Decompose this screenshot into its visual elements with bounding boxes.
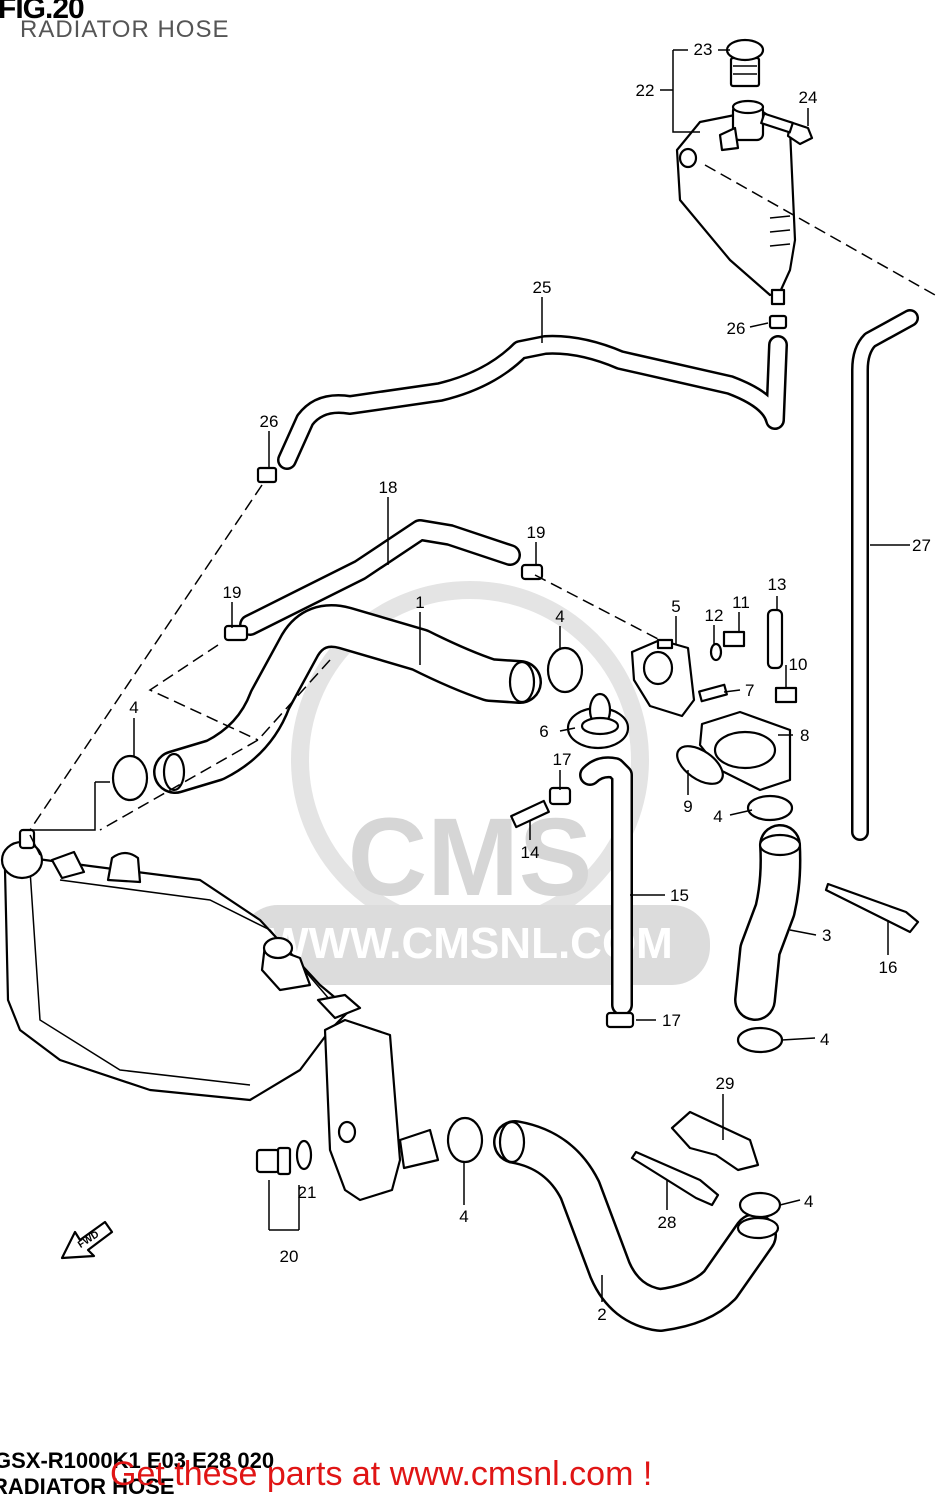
callout-20: 20 (280, 1247, 299, 1266)
cta-link[interactable]: Get these parts at www.cmsnl.com ! (110, 1455, 653, 1493)
callout-4-hose3-bottom: 4 (820, 1030, 829, 1049)
callout-4-left: 4 (129, 698, 138, 717)
thermostat-cover (630, 638, 696, 718)
leader-lines (29, 49, 910, 1302)
hose-25-overflow (277, 334, 788, 470)
hose-15 (579, 756, 633, 1016)
cable-tie-16 (824, 882, 920, 934)
hose-1-upper (153, 604, 542, 794)
callouts: 23 22 24 25 26 26 18 19 27 13 19 11 1 5 … (129, 40, 931, 1324)
callout-18: 18 (379, 478, 398, 497)
callout-5: 5 (671, 597, 680, 616)
drawing-code: GSX-R1000K1 E03 E28 020 (0, 1448, 275, 1473)
bolts-small (698, 630, 798, 704)
figure-title: FIG.20 (0, 0, 85, 25)
hose-27-breather (851, 309, 919, 841)
thermostat (566, 692, 630, 750)
callout-13: 13 (768, 575, 787, 594)
clamp-17-bottom (605, 1011, 635, 1029)
callout-16: 16 (879, 958, 898, 977)
callout-27: 27 (912, 536, 931, 555)
cable-tie-28 (630, 1150, 720, 1207)
reservoir-tank (675, 99, 797, 306)
callout-26-top: 26 (727, 319, 746, 338)
callout-4-thermo: 4 (555, 607, 564, 626)
drawing-name: RADIATOR HOSE (0, 1474, 175, 1499)
callout-14: 14 (521, 843, 540, 862)
bolt-24 (760, 112, 814, 146)
radiator (0, 828, 440, 1202)
bracket-29 (670, 1110, 760, 1172)
union-14 (510, 799, 550, 829)
callout-19-right: 19 (527, 523, 546, 542)
bracket-13 (766, 608, 784, 670)
callout-15: 15 (670, 886, 689, 905)
temperature-sensor (255, 1139, 313, 1176)
callout-29: 29 (716, 1074, 735, 1093)
callout-17-bottom: 17 (662, 1011, 681, 1030)
callout-28: 28 (658, 1213, 677, 1232)
callout-11: 11 (732, 593, 750, 612)
callout-19-left: 19 (223, 583, 242, 602)
callout-8: 8 (800, 726, 809, 745)
callout-22: 22 (636, 81, 655, 100)
clamp-26-left (256, 466, 278, 484)
o-ring (676, 745, 724, 785)
clamp-26-top (768, 314, 788, 330)
hose-2-lower (493, 1120, 780, 1332)
callout-21: 21 (298, 1183, 317, 1202)
callout-10: 10 (789, 655, 808, 674)
fwd-arrow-icon: FWD (60, 1220, 114, 1260)
callout-6: 6 (539, 722, 548, 741)
hose-3-lower (734, 824, 802, 1021)
watermark: CMS WWW.CMSNL.COM (240, 581, 710, 985)
callout-9: 9 (683, 797, 692, 816)
watermark-brand: CMS (348, 796, 592, 919)
watermark-url: WWW.CMSNL.COM (267, 919, 673, 968)
callout-3: 3 (822, 926, 831, 945)
callout-24: 24 (799, 88, 818, 107)
figure-subtitle: RADIATOR HOSE (20, 16, 230, 43)
callout-25: 25 (533, 278, 552, 297)
callout-2: 2 (597, 1305, 606, 1324)
callout-26-left: 26 (260, 412, 279, 431)
callout-7: 7 (745, 681, 754, 700)
reservoir-cap (725, 38, 765, 88)
clamp-17-top (548, 786, 572, 806)
callout-1: 1 (415, 593, 424, 612)
clamp-19-left (223, 624, 249, 642)
callout-23: 23 (694, 40, 713, 59)
callout-4-hose3-top: 4 (713, 807, 722, 826)
clamps-4 (111, 646, 794, 1219)
dashed-lines (29, 164, 936, 831)
hose-18-bypass (239, 519, 521, 636)
callout-17-top: 17 (553, 750, 572, 769)
callout-4-hose2-right: 4 (804, 1192, 813, 1211)
callout-4-hose2-left: 4 (459, 1207, 468, 1226)
callout-12: 12 (705, 606, 724, 625)
